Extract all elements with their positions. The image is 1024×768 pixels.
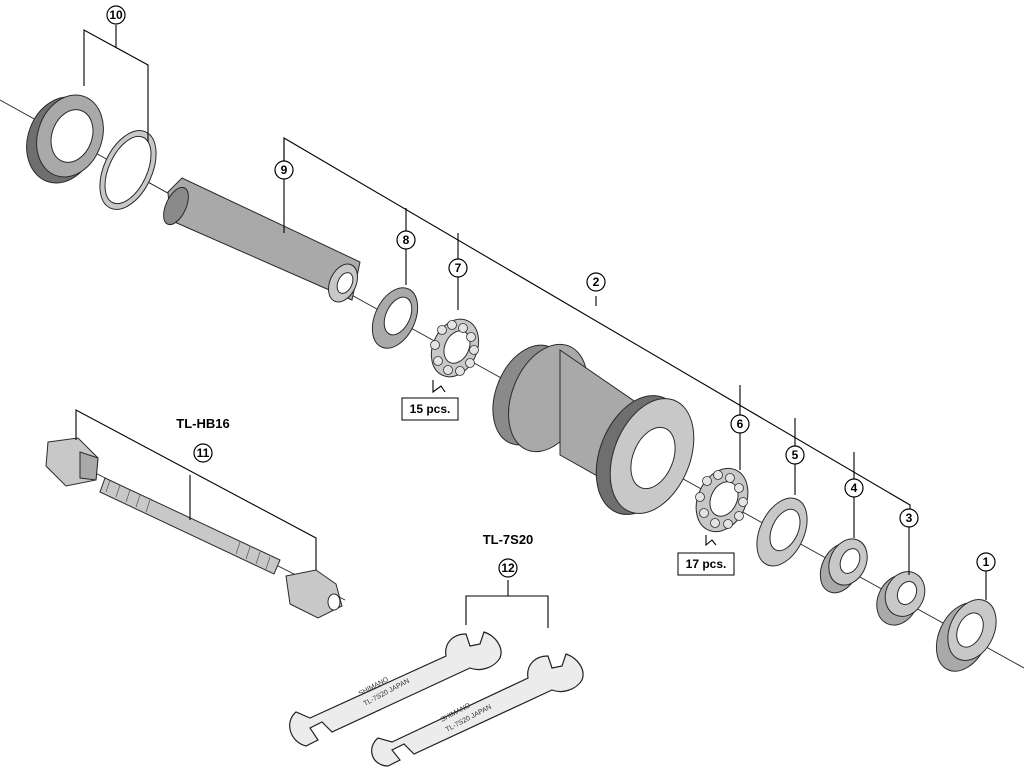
callout-11: 11	[193, 443, 213, 463]
svg-text:17 pcs.: 17 pcs.	[686, 557, 727, 571]
svg-text:10: 10	[109, 8, 123, 22]
svg-text:12: 12	[501, 561, 515, 575]
svg-text:4: 4	[851, 481, 858, 495]
part-8-washer	[371, 287, 419, 349]
callout-1: 1	[976, 552, 996, 572]
callout-9: 9	[274, 160, 294, 180]
callout-5: 5	[785, 445, 805, 465]
svg-text:7: 7	[455, 261, 462, 275]
svg-text:5: 5	[792, 448, 799, 462]
svg-text:6: 6	[737, 417, 744, 431]
callout-4: 4	[844, 478, 864, 498]
part-3-locknut	[876, 571, 926, 626]
tool-tl-7s20-wrench-back: SHIMANO TL-7S20 JAPAN	[371, 653, 584, 767]
part-4-cone	[819, 538, 868, 594]
qty-box-15: 15 pcs.	[401, 397, 459, 421]
callout-2: 2	[586, 272, 606, 292]
callout-7: 7	[448, 258, 468, 278]
svg-text:15 pcs.: 15 pcs.	[410, 402, 451, 416]
part-1-end-cap	[935, 599, 997, 672]
svg-text:1: 1	[983, 555, 990, 569]
callout-12: 12	[498, 558, 518, 578]
callout-8: 8	[396, 230, 416, 250]
part-7-bearing	[430, 318, 480, 378]
part-6-bearing	[695, 467, 749, 533]
svg-text:8: 8	[403, 233, 410, 247]
svg-text:9: 9	[281, 163, 288, 177]
svg-text:3: 3	[906, 511, 913, 525]
svg-text:11: 11	[197, 446, 210, 460]
part-9-axle	[163, 177, 361, 303]
part-2-hub-body	[492, 343, 695, 515]
part-10-spacer	[99, 130, 157, 210]
svg-text:2: 2	[593, 275, 600, 289]
tool-label-tl-hb16: TL-HB16	[176, 416, 229, 431]
callout-6: 6	[730, 414, 750, 434]
part-10-lockring	[26, 94, 104, 184]
part-5-washer	[756, 497, 808, 567]
callout-3: 3	[899, 508, 919, 528]
tool-tl-hb16	[45, 437, 346, 619]
callout-10: 10	[106, 5, 126, 25]
qty-box-17: 17 pcs.	[677, 552, 735, 576]
tool-label-tl-7s20: TL-7S20	[483, 532, 534, 547]
